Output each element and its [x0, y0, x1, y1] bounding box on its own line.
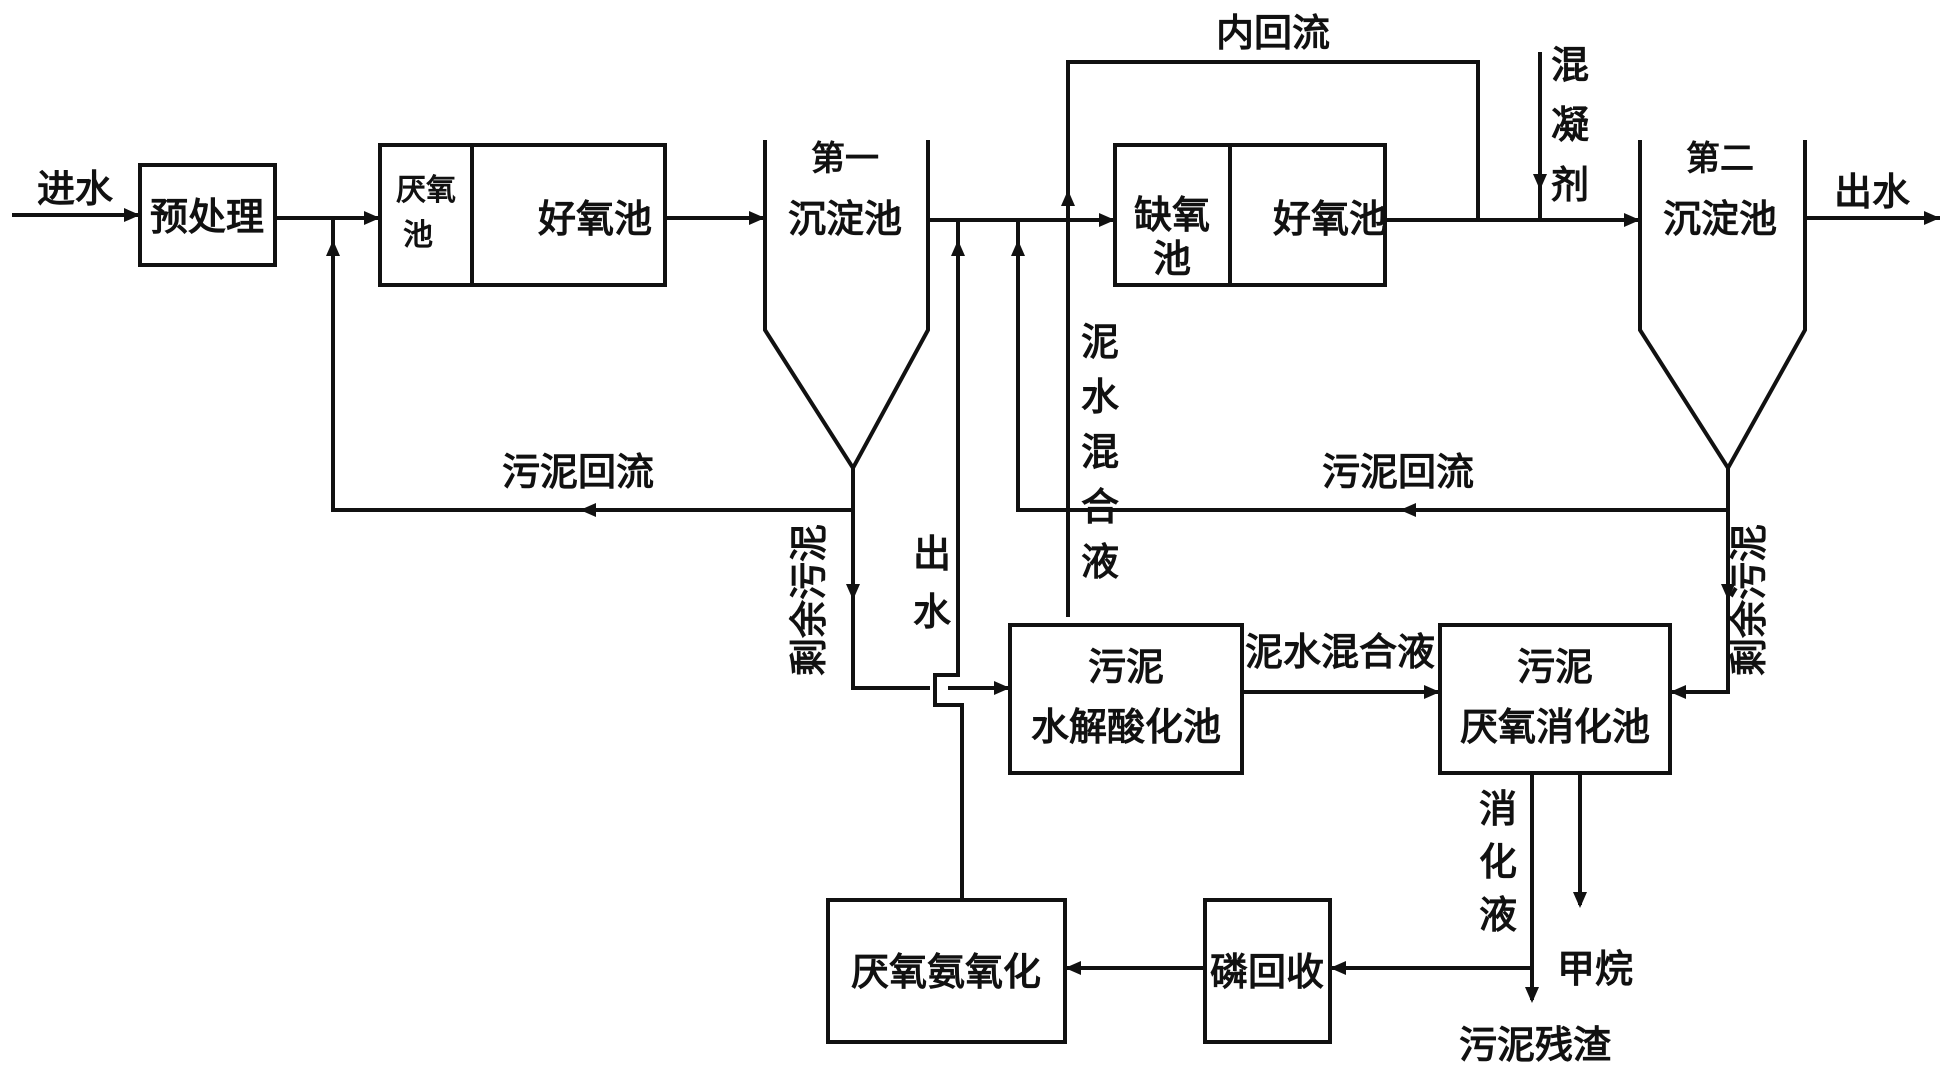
digester-label-2: 厌氧消化池: [1460, 705, 1650, 749]
coagulant-label-1: 混: [1551, 43, 1589, 87]
digestate-label-3: 液: [1479, 893, 1517, 937]
mixed-liquor-v-1: 泥: [1081, 320, 1119, 364]
arrow-icon: [364, 211, 380, 225]
arrow-icon: [1099, 213, 1115, 227]
anoxic-label-1: 缺氧: [1134, 193, 1210, 237]
excess-sludge-1-char: 剩: [787, 638, 831, 676]
anoxic-label-2: 池: [1153, 237, 1191, 281]
excess-sludge-1-char: 余: [787, 599, 831, 639]
excess-sludge-2-pipe: [1670, 468, 1730, 694]
pretreat-box: [138, 163, 277, 267]
aerobic2-label: 好氧池: [1272, 197, 1387, 241]
mixed-liquor-h-label: 泥水混合液: [1245, 630, 1435, 674]
sludge-return-2-label: 污泥回流: [1322, 450, 1474, 494]
arrow-icon: [846, 584, 860, 600]
mixed-liquor-v-3: 混: [1081, 430, 1119, 474]
clarifier2-label-2: 沉淀池: [1663, 197, 1777, 241]
hydrolysis-label-1: 污泥: [1088, 645, 1164, 689]
aerobic1-label: 好氧池: [537, 197, 652, 241]
arrow-icon: [749, 211, 765, 225]
unit-labels: 预处理 厌氧 池 好氧池 第一 沉淀池 缺氧 池 好氧池 第二 沉淀池 污泥 水…: [150, 139, 1777, 994]
anaerobic-aerobic-box: [378, 143, 667, 287]
clarifier1-label-2: 沉淀池: [788, 197, 902, 241]
clarifier1-label-1: 第一: [811, 139, 879, 179]
clarifier2-shape: [1638, 140, 1807, 472]
excess-sludge-2-char: 污: [1727, 562, 1771, 600]
hydrolysis-box: [1008, 623, 1244, 775]
anammox-effluent-label-2: 水: [913, 590, 952, 634]
arrow-icon: [1424, 685, 1440, 699]
arrow-icon: [580, 503, 596, 517]
pipes: [12, 52, 1940, 1000]
sludge-return-1-label: 污泥回流: [502, 450, 654, 494]
mixed-liquor-v-5: 液: [1081, 540, 1119, 584]
coagulant-label-3: 剂: [1551, 163, 1589, 207]
anoxic-aerobic-box: [1113, 143, 1387, 287]
phosphorus-box: [1203, 898, 1332, 1044]
inflow-label: 进水: [37, 167, 114, 211]
arrow-icon: [1065, 961, 1081, 975]
excess-sludge-2-char: 剩: [1727, 638, 1771, 676]
arrow-icon: [1624, 213, 1640, 227]
excess-sludge-1-char: 污: [787, 562, 831, 600]
arrow-icon: [326, 240, 340, 256]
arrow-icon: [124, 208, 140, 222]
arrow-icon: [1011, 240, 1025, 256]
arrow-icon: [994, 681, 1010, 695]
mixed-liquor-v-2: 水: [1081, 375, 1120, 419]
phosphorus-label: 磷回收: [1210, 950, 1324, 994]
methane-label: 甲烷: [1557, 947, 1633, 991]
arrow-icon: [1533, 174, 1547, 190]
anaerobic1-label-2: 池: [403, 218, 433, 253]
pretreat-label: 预处理: [150, 195, 264, 239]
arrows: [124, 174, 1940, 1003]
arrow-icon: [1061, 190, 1075, 206]
anammox-effluent-pipe: [933, 220, 964, 900]
arrow-icon: [951, 240, 965, 256]
arrow-icon: [1924, 211, 1940, 225]
excess-sludge-2-char: 余: [1727, 599, 1771, 639]
anammox-box: [826, 898, 1067, 1044]
arrow-icon: [1670, 685, 1686, 699]
sludge-return-1-pipe: [331, 218, 853, 512]
flow-labels: 进水 出水 内回流 混 凝 剂 污泥回流 污泥回流 剩余污泥 剩余污泥 出 水 …: [37, 11, 1911, 1067]
digestate-label-1: 消: [1479, 787, 1517, 831]
arrow-icon: [1400, 503, 1416, 517]
sludge-return-2-pipe: [1016, 220, 1728, 512]
anammox-effluent-label-1: 出: [913, 532, 951, 576]
mixed-liquor-v-4: 合: [1081, 485, 1119, 529]
arrow-icon: [1573, 892, 1587, 908]
process-units: [138, 140, 1807, 1044]
digestate-label-2: 化: [1479, 840, 1517, 884]
clarifier2-label-1: 第二: [1686, 139, 1754, 179]
arrow-icon: [1525, 987, 1539, 1003]
arrow-icon: [1330, 961, 1346, 975]
digester-box: [1438, 623, 1672, 775]
digester-label-1: 污泥: [1517, 645, 1593, 689]
hydrolysis-label-2: 水解酸化池: [1031, 705, 1221, 749]
internal-return-pipe: [1066, 60, 1480, 617]
excess-sludge-1-pipe: [851, 468, 930, 690]
excess-sludge-1-label: 剩余污泥: [787, 524, 831, 676]
arrow-icon: [1721, 584, 1735, 600]
excess-sludge-1-char: 泥: [787, 524, 831, 562]
anaerobic1-label-1: 厌氧: [396, 173, 456, 208]
internal-return-label: 内回流: [1216, 11, 1330, 55]
coagulant-label-2: 凝: [1551, 103, 1589, 147]
sludge-residue-label: 污泥残渣: [1459, 1023, 1612, 1067]
clarifier1-shape: [763, 140, 930, 472]
anammox-label: 厌氧氨氧化: [851, 950, 1041, 994]
outflow-label: 出水: [1834, 170, 1911, 214]
excess-sludge-2-char: 泥: [1727, 524, 1771, 562]
excess-sludge-2-label: 剩余污泥: [1727, 524, 1771, 676]
